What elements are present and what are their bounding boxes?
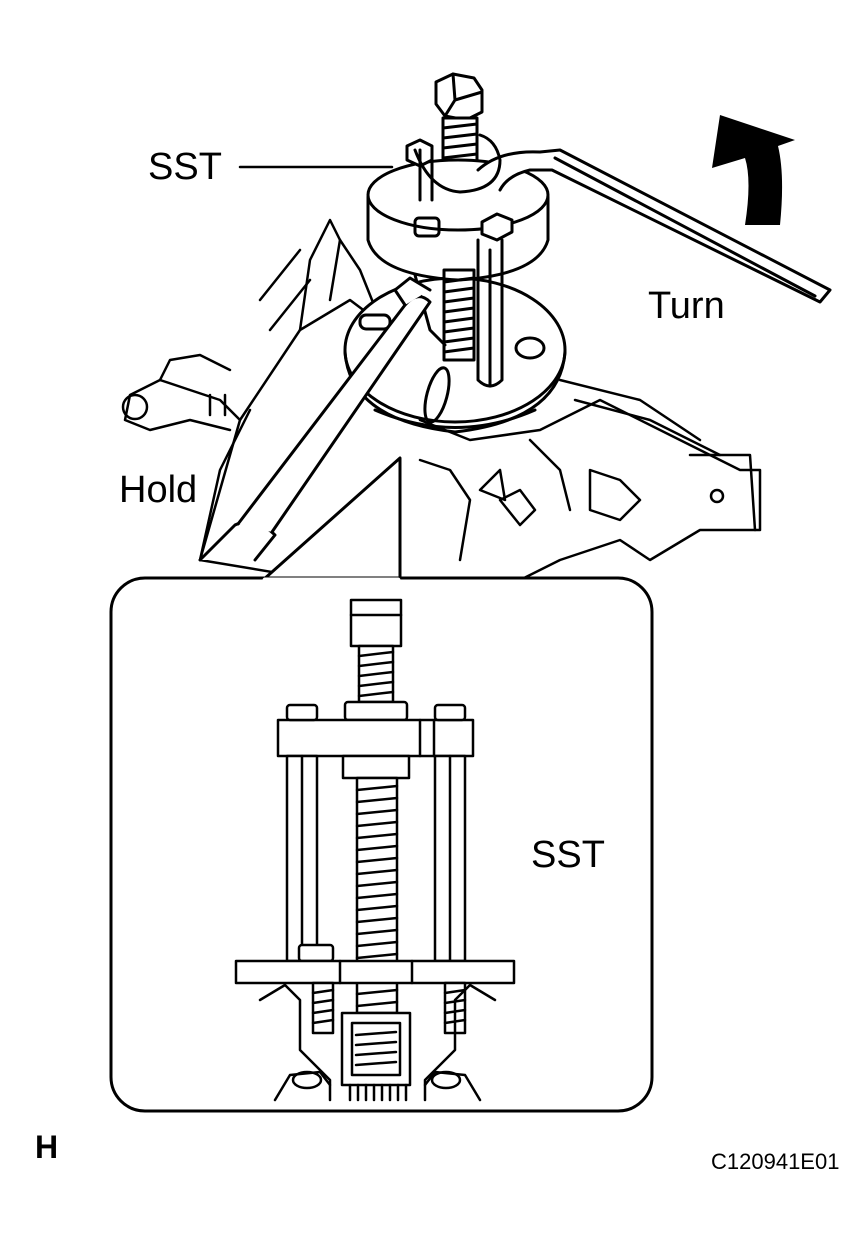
center-bolt [434, 72, 484, 362]
hold-label: Hold [119, 469, 198, 511]
detail-puller-view [234, 598, 516, 1102]
wrench [413, 133, 832, 304]
detail-callout-pointer [261, 456, 402, 582]
sst-label-detail: SST [531, 834, 605, 876]
turn-direction-arrow [712, 115, 795, 225]
screwdriver [198, 276, 432, 562]
section-letter: H [35, 1129, 59, 1165]
figure-code: C120941E01 [711, 1149, 840, 1174]
transmission-housing [121, 218, 762, 602]
turn-label: Turn [648, 285, 725, 327]
sst-label-top: SST [148, 146, 222, 188]
